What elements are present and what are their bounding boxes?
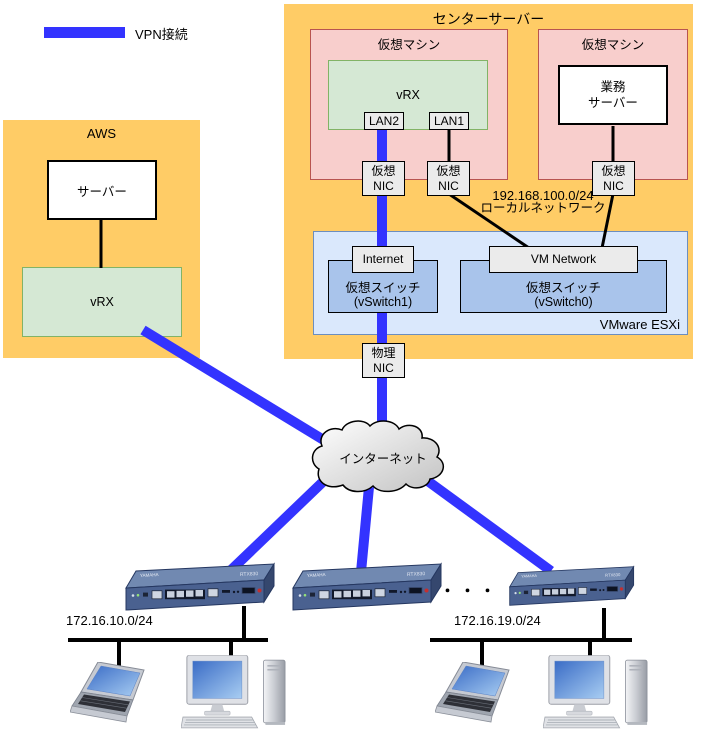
- vpn-line-cloud-to-router2: [356, 486, 374, 573]
- subnet-label-right: 172.16.19.0/24: [454, 613, 541, 628]
- virtual-nic-3: 仮想 NIC: [592, 161, 635, 196]
- vswitch1-line2: (vSwitch1): [353, 295, 413, 309]
- vpn-legend-swatch: [44, 27, 125, 38]
- vswitch0-line1: 仮想スイッチ: [525, 281, 601, 295]
- aws-vrx-label: vRX: [90, 295, 114, 309]
- local-network-caption: ローカルネットワーク: [480, 201, 606, 215]
- virtual-nic-2-line1: 仮想: [436, 163, 461, 178]
- lan2-text: LAN2: [368, 113, 400, 128]
- lan2-port-label: LAN2: [364, 112, 404, 130]
- desktop-pc-icon-2: [543, 655, 651, 732]
- aws-zone-title: AWS: [86, 126, 117, 141]
- router-icon-3: [503, 565, 637, 607]
- virtual-nic-3-line1: 仮想: [601, 163, 626, 178]
- virtual-nic-1: 仮想 NIC: [362, 161, 405, 196]
- vmware-esxi-caption: VMware ESXi: [599, 317, 680, 332]
- aws-vrx-node: vRX: [22, 267, 182, 337]
- vpn-legend-label: VPN接続: [135, 27, 188, 42]
- virtual-machine-right-title: 仮想マシン: [581, 38, 645, 52]
- laptop-icon-1: [70, 662, 154, 728]
- vswitch0-line2: (vSwitch0): [534, 295, 593, 309]
- local-network-annotation: 192.168.100.0/24 ローカルネットワーク: [448, 189, 638, 215]
- vrx-label: vRX: [396, 88, 420, 102]
- router-icon-2: [285, 562, 445, 612]
- subnet-label-left: 172.16.10.0/24: [66, 613, 153, 628]
- virtual-nic-1-line2: NIC: [373, 178, 394, 193]
- physical-nic: 物理 NIC: [362, 343, 405, 378]
- vswitch1-line1: 仮想スイッチ: [345, 281, 421, 295]
- aws-server-node: サーバー: [47, 160, 157, 220]
- virtual-nic-2-line2: NIC: [438, 178, 459, 193]
- internet-portgroup-text: Internet: [362, 252, 404, 266]
- virtual-nic-1-line1: 仮想: [371, 163, 396, 178]
- business-server-line1: 業務: [600, 80, 626, 94]
- aws-server-label: サーバー: [77, 184, 127, 199]
- lan1-text: LAN1: [433, 113, 465, 128]
- internet-cloud: インターネット: [309, 417, 457, 497]
- vm-network-portgroup-text: VM Network: [530, 252, 597, 266]
- business-server-node: 業務 サーバー: [558, 65, 668, 125]
- business-server-line2: サーバー: [588, 96, 638, 110]
- lan1-port-label: LAN1: [429, 112, 469, 130]
- internet-cloud-label: インターネット: [339, 452, 427, 466]
- vm-network-portgroup-label: VM Network: [489, 246, 638, 273]
- physical-nic-line1: 物理: [371, 345, 396, 360]
- laptop-icon-2: [435, 662, 519, 728]
- ellipsis-more-routers: ・・・: [439, 583, 500, 600]
- center-server-title: センターサーバー: [432, 11, 545, 27]
- virtual-nic-3-line2: NIC: [603, 178, 624, 193]
- physical-nic-line2: NIC: [373, 360, 394, 375]
- router-icon-1: [118, 562, 278, 612]
- desktop-pc-icon-1: [181, 655, 289, 732]
- internet-portgroup-label: Internet: [352, 246, 414, 273]
- virtual-machine-left-title: 仮想マシン: [377, 38, 441, 52]
